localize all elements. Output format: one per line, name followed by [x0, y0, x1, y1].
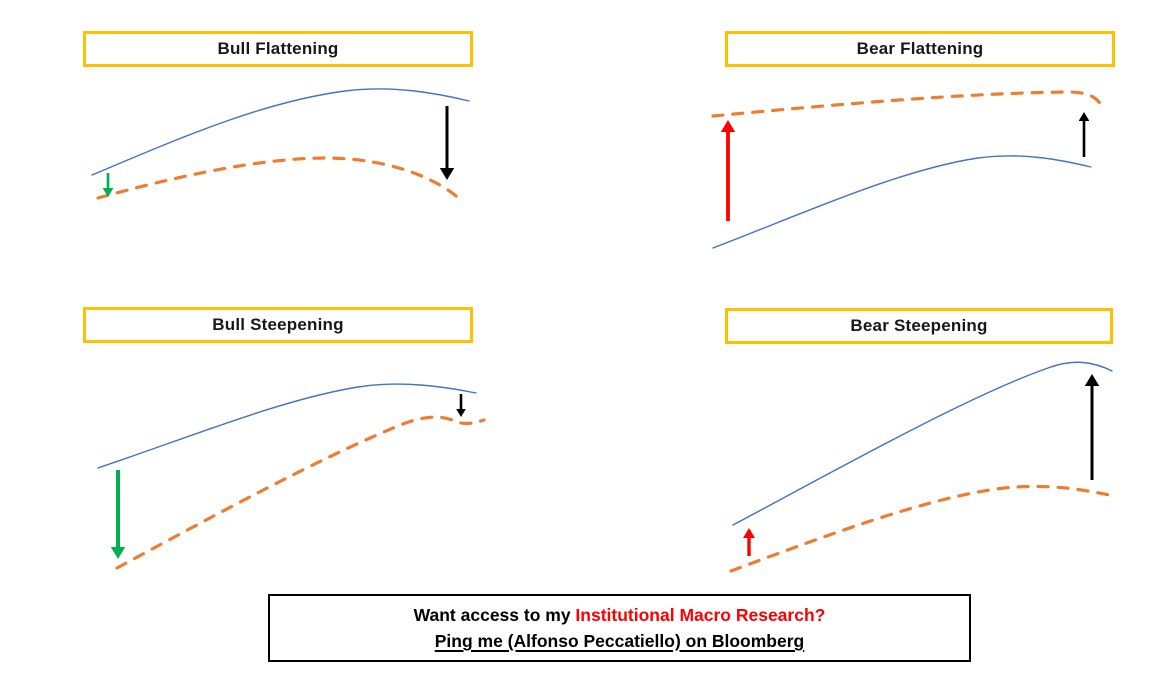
- bear-flattening-short-end-arrow: [720, 120, 736, 221]
- bear-flattening-dashed-curve: [711, 90, 1105, 118]
- footer-line-2: Ping me (Alfonso Peccatiello) on Bloombe…: [435, 628, 804, 654]
- footer-highlight-text: Institutional Macro Research?: [575, 604, 826, 625]
- bull-steepening-solid-curve: [97, 383, 477, 469]
- bear-steepening-solid-curve: [732, 361, 1113, 526]
- bull-flattening-long-end-arrow: [439, 106, 455, 180]
- panel-title-bull-steepening: Bull Steepening: [83, 307, 473, 343]
- panel-title-label: Bull Steepening: [212, 315, 344, 334]
- bear-flattening-long-end-arrow: [1078, 112, 1090, 157]
- bear-flattening-solid-curve: [712, 155, 1092, 249]
- bull-flattening-dashed-curve: [96, 156, 464, 203]
- footer-banner: Want access to my Institutional Macro Re…: [268, 594, 971, 662]
- bull-flattening-short-end-arrow: [102, 173, 114, 197]
- bull-steepening-short-end-arrow: [110, 470, 126, 559]
- panel-title-bear-flattening: Bear Flattening: [725, 31, 1115, 67]
- panel-title-label: Bull Flattening: [217, 39, 339, 58]
- footer-contact-text: Ping me (Alfonso Peccatiello) on Bloombe…: [434, 631, 805, 651]
- bear-steepening-short-end-arrow: [743, 528, 755, 556]
- panel-title-label: Bear Steepening: [850, 316, 988, 335]
- bear-steepening-drawing: [729, 361, 1116, 573]
- panel-title-bear-steepening: Bear Steepening: [725, 308, 1113, 344]
- footer-line-1: Want access to my Institutional Macro Re…: [414, 602, 826, 628]
- bull-flattening-drawing: [91, 88, 470, 203]
- bear-steepening-long-end-arrow: [1084, 374, 1100, 480]
- bull-steepening-dashed-curve: [115, 415, 486, 570]
- bear-flattening-drawing: [711, 90, 1105, 249]
- bull-steepening-drawing: [97, 383, 486, 570]
- bull-steepening-long-end-arrow: [456, 394, 466, 417]
- bear-steepening-dashed-curve: [729, 484, 1116, 573]
- panel-title-label: Bear Flattening: [856, 39, 984, 58]
- bull-flattening-solid-curve: [91, 88, 470, 176]
- footer-text: Want access to my: [413, 604, 576, 625]
- panel-title-bull-flattening: Bull Flattening: [83, 31, 473, 67]
